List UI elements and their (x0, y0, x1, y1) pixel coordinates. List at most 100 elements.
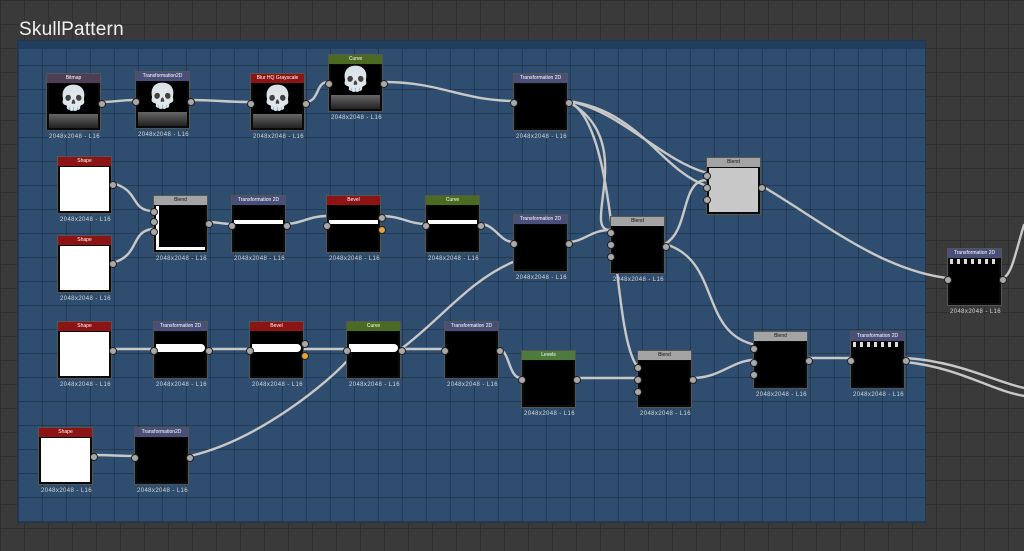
input-pin[interactable] (246, 347, 254, 355)
wire (380, 214, 427, 226)
node-blend[interactable]: Blend 2048x2048 - L16 (750, 331, 813, 398)
node-bevel[interactable]: Bevel 2048x2048 - L16 (323, 195, 386, 262)
node-blend[interactable]: Blend 2048x2048 - L16 (607, 216, 670, 283)
output-pin-normal[interactable] (378, 226, 386, 234)
output-pin[interactable] (805, 357, 813, 365)
output-pin[interactable] (187, 98, 195, 106)
input-pin[interactable] (944, 276, 952, 284)
input-pin[interactable] (847, 357, 855, 365)
input-pin[interactable] (441, 347, 449, 355)
node-header: Transformation2D (135, 428, 188, 437)
input-pin[interactable] (607, 253, 615, 261)
input-pin[interactable] (247, 100, 255, 108)
wire (284, 214, 328, 226)
output-pin[interactable] (109, 181, 117, 189)
output-pin[interactable] (205, 220, 213, 228)
input-pin[interactable] (228, 222, 236, 230)
node-levels[interactable]: Levels 2048x2048 - L16 (518, 350, 581, 417)
input-pin[interactable] (510, 99, 518, 107)
output-pin[interactable] (98, 100, 106, 108)
wire (188, 98, 252, 104)
output-pin[interactable] (378, 214, 386, 222)
node-transformation-2d[interactable]: Transformation 2D 2048x2048 - L16 (510, 73, 573, 140)
node-curve[interactable]: Curve 2048x2048 - L16 (422, 195, 485, 262)
input-pin[interactable] (703, 196, 711, 204)
node-transformation-2d[interactable]: Transformation 2D 2048x2048 - L16 (441, 321, 504, 388)
node-curve[interactable]: Curve 💀 2048x2048 - L16 (325, 54, 388, 121)
input-pin[interactable] (750, 345, 758, 353)
node-resolution: 2048x2048 - L16 (755, 392, 808, 398)
node-blend[interactable]: Blend 2048x2048 - L16 (634, 350, 697, 417)
input-pin[interactable] (422, 222, 430, 230)
input-pin[interactable] (703, 172, 711, 180)
node-blur-hq-grayscale[interactable]: Blur HQ Grayscale 💀 2048x2048 - L16 (247, 73, 310, 140)
output-pin[interactable] (573, 376, 581, 384)
input-pin[interactable] (750, 371, 758, 379)
input-pin[interactable] (634, 388, 642, 396)
output-pin[interactable] (109, 260, 117, 268)
input-pin[interactable] (150, 208, 158, 216)
node-transformation-2d[interactable]: Transformation 2D 2048x2048 - L16 (150, 321, 213, 388)
node-shape[interactable]: Shape 2048x2048 - L16 (57, 235, 117, 302)
input-pin[interactable] (634, 376, 642, 384)
input-pin[interactable] (750, 359, 758, 367)
node-blend[interactable]: Blend 2048x2048 - L16 (150, 195, 213, 262)
node-bevel[interactable]: Bevel 2048x2048 - L16 (246, 321, 309, 388)
input-pin[interactable] (607, 229, 615, 237)
input-pin[interactable] (634, 364, 642, 372)
input-pin[interactable] (510, 240, 518, 248)
wire (188, 360, 348, 458)
node-transformation2d[interactable]: Transformation2D 💀 2048x2048 - L16 (132, 71, 195, 138)
node-transformation-2d[interactable]: Transformation 2D 2048x2048 - L16 (847, 331, 910, 398)
output-pin[interactable] (301, 340, 309, 348)
output-pin[interactable] (186, 454, 194, 462)
output-pin[interactable] (283, 222, 291, 230)
input-pin[interactable] (323, 222, 331, 230)
node-transformation2d[interactable]: Transformation2D 2048x2048 - L16 (131, 427, 194, 494)
node-thumbnail (709, 168, 758, 212)
node-transformation-2d[interactable]: Transformation 2D 2048x2048 - L16 (228, 195, 291, 262)
output-pin[interactable] (205, 347, 213, 355)
wire (99, 98, 137, 104)
output-pin[interactable] (496, 347, 504, 355)
input-pin[interactable] (607, 241, 615, 249)
input-pin[interactable] (150, 218, 158, 226)
input-pin[interactable] (132, 98, 140, 106)
input-pin[interactable] (150, 228, 158, 236)
input-pin[interactable] (703, 184, 711, 192)
node-resolution: 2048x2048 - L16 (155, 382, 208, 388)
wire (904, 356, 1024, 390)
output-pin-normal[interactable] (301, 352, 309, 360)
input-pin[interactable] (150, 347, 158, 355)
node-curve[interactable]: Curve 2048x2048 - L16 (343, 321, 406, 388)
output-pin[interactable] (109, 347, 117, 355)
output-pin[interactable] (565, 240, 573, 248)
output-pin[interactable] (565, 99, 573, 107)
output-pin[interactable] (380, 80, 388, 88)
node-header: Transformation 2D (445, 322, 498, 331)
input-pin[interactable] (325, 80, 333, 88)
node-shape[interactable]: Shape 2048x2048 - L16 (57, 156, 117, 223)
input-pin[interactable] (131, 454, 139, 462)
output-pin[interactable] (689, 376, 697, 384)
input-pin[interactable] (518, 376, 526, 384)
output-pin[interactable] (477, 222, 485, 230)
node-header: Bevel (327, 196, 380, 205)
node-transformation-2d[interactable]: Transformation 2D 2048x2048 - L16 (944, 248, 1007, 315)
output-pin[interactable] (999, 276, 1007, 284)
node-shape[interactable]: Shape 2048x2048 - L16 (38, 427, 98, 494)
output-pin[interactable] (662, 243, 670, 251)
output-pin[interactable] (302, 100, 310, 108)
node-header: Transformation 2D (514, 74, 567, 83)
input-pin[interactable] (343, 347, 351, 355)
node-bitmap[interactable]: Bitmap 💀 2048x2048 - L16 (46, 73, 106, 140)
node-shape[interactable]: Shape 2048x2048 - L16 (57, 321, 117, 388)
node-blend-large[interactable]: Blend (703, 157, 766, 215)
skull-icon: 💀 (340, 66, 371, 93)
output-pin[interactable] (758, 184, 766, 192)
output-pin[interactable] (902, 357, 910, 365)
output-pin[interactable] (398, 347, 406, 355)
output-pin[interactable] (90, 453, 98, 461)
node-resolution: 2048x2048 - L16 (251, 382, 304, 388)
node-transformation-2d[interactable]: Transformation 2D 2048x2048 - L16 (510, 214, 573, 281)
